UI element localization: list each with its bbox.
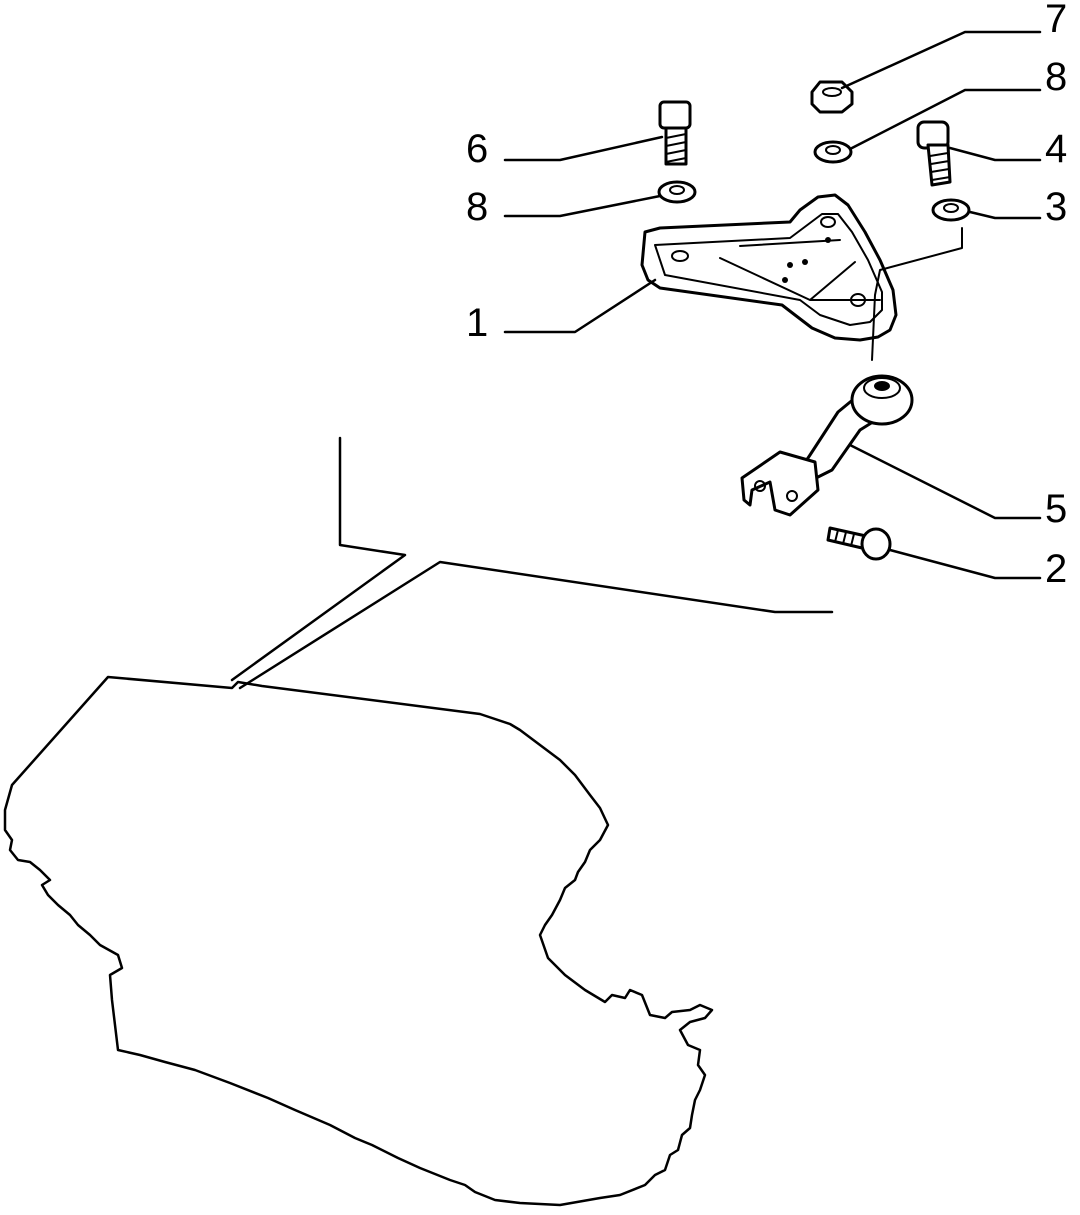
rod-fork-hole: [786, 490, 798, 502]
washer-8-top-hole: [825, 145, 841, 155]
assembly-axis-line: [871, 227, 963, 361]
rod-fork: [740, 450, 820, 517]
bracket-hole-top: [820, 216, 836, 228]
callout-2: 2: [1045, 547, 1067, 591]
leader-5: [848, 443, 1042, 520]
bracket-hole-right: [850, 293, 866, 307]
bracket-dot: [825, 237, 831, 243]
callout-7: 7: [1045, 0, 1067, 41]
callout-8-top: 8: [1045, 55, 1067, 99]
leader-4: [948, 146, 1042, 162]
leader-8-left: [503, 194, 662, 218]
leader-7: [840, 30, 1042, 90]
bolt-6-thread: [665, 133, 687, 163]
washer-8-top: [813, 140, 853, 164]
bracket-hole-left: [671, 250, 689, 262]
bolt-2-thread: [834, 529, 855, 547]
rod-bush-inner: [863, 377, 901, 399]
leader-2: [888, 548, 1042, 580]
bracket-rib: [719, 239, 881, 301]
bolt-4-thread: [929, 152, 951, 181]
leader-8-top: [850, 88, 1042, 150]
engine-outline: [3, 675, 714, 1207]
callout-1: 1: [466, 301, 488, 345]
leader-6: [503, 135, 664, 162]
washer-3-hole: [943, 203, 959, 213]
rod-bush-hole: [874, 381, 890, 391]
washer-8-left: [657, 180, 697, 204]
leader-3: [968, 210, 1042, 220]
engine-leader-line: [230, 436, 407, 682]
bolt-6-head: [658, 100, 692, 130]
callout-6: 6: [466, 127, 488, 171]
bolt-2-shank: [826, 526, 868, 550]
callout-3: 3: [1045, 185, 1067, 229]
nut-7-hole: [822, 87, 842, 97]
rod-fork-hole: [754, 480, 766, 492]
washer-8-left-hole: [669, 185, 685, 195]
callout-8-left: 8: [466, 185, 488, 229]
callout-4: 4: [1045, 127, 1067, 171]
bracket-dot: [782, 277, 788, 283]
bolt-2-head: [860, 527, 892, 561]
bracket-dot: [787, 262, 793, 268]
callout-5: 5: [1045, 487, 1067, 531]
washer-3: [931, 198, 971, 222]
bracket-inner-ridge: [654, 213, 883, 326]
engine-leader-line-2: [238, 560, 834, 690]
leader-1: [503, 278, 657, 334]
rod-bush-outer: [850, 374, 914, 426]
bracket-dot: [802, 259, 808, 265]
support-bracket: [640, 193, 898, 342]
